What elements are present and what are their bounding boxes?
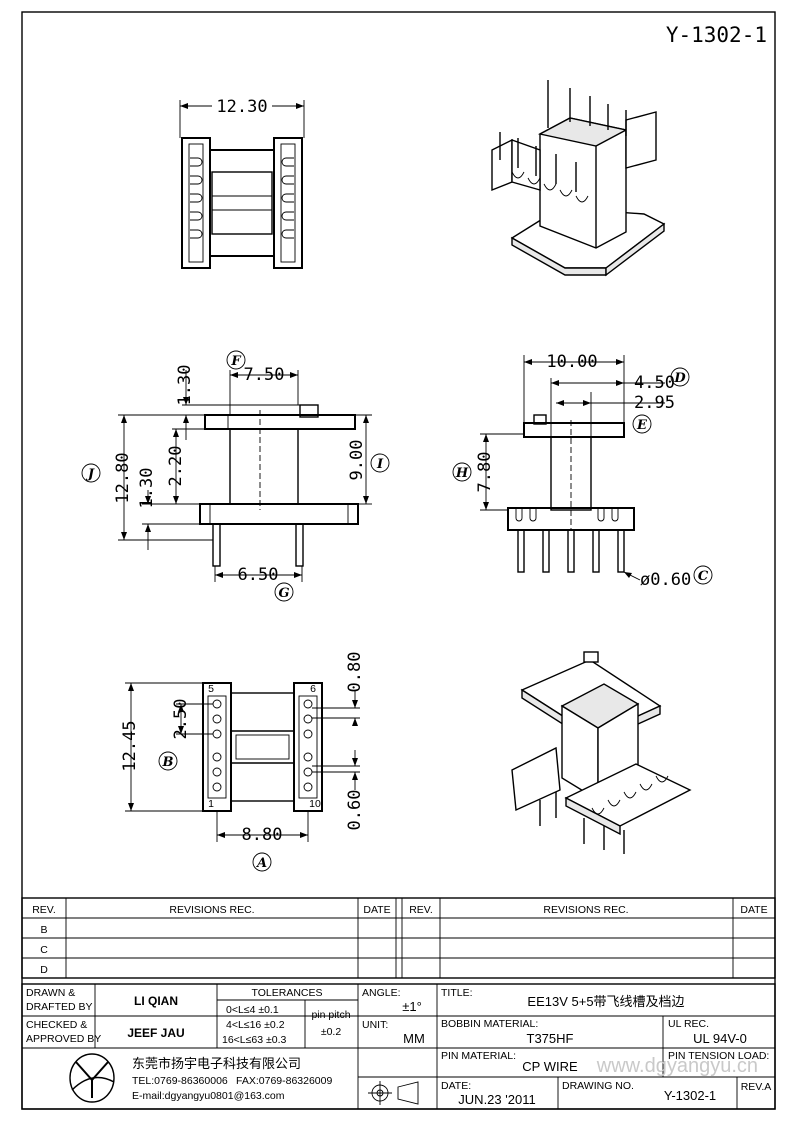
pin-tension-label: PIN TENSION LOAD: xyxy=(668,1050,769,1062)
tolerance-row-1: 0<L≤4 ±0.1 xyxy=(226,1004,279,1016)
ul-rec-label: UL REC. xyxy=(668,1018,709,1030)
pin-material-label: PIN MATERIAL: xyxy=(441,1050,516,1062)
unit-label: UNIT: xyxy=(362,1019,388,1031)
company-tel: TEL:0769-86360006 xyxy=(132,1075,228,1087)
label-c: C xyxy=(698,569,709,584)
side-view: 10.00 4.50 2.95 D E 7.80 H ø0.60 C xyxy=(452,352,713,590)
company-email: E-mail:dgyangyu0801@163.com xyxy=(132,1090,285,1102)
title-label: TITLE: xyxy=(441,987,473,999)
watermark: www.dgyangyu.cn xyxy=(596,1055,758,1077)
sheet-border xyxy=(21,11,776,1110)
dim-4-50: 4.50 xyxy=(634,373,675,393)
dim-7-80: 7.80 xyxy=(475,452,495,493)
dim-12-30: 12.30 xyxy=(216,97,267,117)
drawn-label-2: DRAFTED BY xyxy=(26,1001,93,1013)
pin-pitch-value: ±0.2 xyxy=(321,1026,342,1038)
rev-a-label: REV.A xyxy=(741,1081,772,1093)
date-header-right: DATE xyxy=(740,904,767,916)
rev-header-left: REV. xyxy=(32,904,56,916)
date-value: JUN.23 '2011 xyxy=(458,1092,535,1107)
date-label: DATE: xyxy=(441,1080,471,1092)
label-j: J xyxy=(85,467,95,482)
label-g: G xyxy=(278,586,289,601)
pin-pitch-label: pin pitch xyxy=(311,1009,350,1021)
date-header-left: DATE xyxy=(363,904,390,916)
top-view: 12.30 xyxy=(179,97,305,269)
bobbin-material-label: BOBBIN MATERIAL: xyxy=(441,1018,538,1030)
title-value: EE13V 5+5带飞线槽及档边 xyxy=(527,994,684,1009)
label-i: I xyxy=(376,457,384,472)
company-logo xyxy=(69,1053,115,1103)
label-f: F xyxy=(230,354,241,369)
ul-rec-value: UL 94V-0 xyxy=(693,1031,747,1046)
pin-label-10: 10 xyxy=(309,798,321,810)
dim-7-50: 7.50 xyxy=(244,365,285,385)
label-e: E xyxy=(636,418,648,433)
pin-label-5: 5 xyxy=(208,683,214,695)
pin-label-6: 6 xyxy=(310,683,316,695)
projection-symbol xyxy=(368,1081,419,1105)
dim-6-50: 6.50 xyxy=(238,565,279,585)
revisions-table: REV. REVISIONS REC. DATE REV. REVISIONS … xyxy=(21,897,776,979)
drawing-no-value: Y-1302-1 xyxy=(664,1088,716,1103)
drawn-label-1: DRAWN & xyxy=(26,987,75,999)
pin-material-value: CP WIRE xyxy=(522,1059,578,1074)
dim-1-30-top: 1.30 xyxy=(175,365,195,406)
pin-label-1: 1 xyxy=(208,798,214,810)
dim-2-20: 2.20 xyxy=(166,446,186,487)
dim-dia-0-60: ø0.60 xyxy=(640,570,691,590)
revisions-header-left: REVISIONS REC. xyxy=(169,904,254,916)
checked-label-2: APPROVED BY xyxy=(26,1033,101,1045)
tolerance-row-2: 4<L≤16 ±0.2 xyxy=(226,1019,285,1031)
checked-label-1: CHECKED & xyxy=(26,1019,87,1031)
dim-12-80: 12.80 xyxy=(113,452,133,503)
label-d: D xyxy=(673,371,686,386)
dim-0-80: 0.80 xyxy=(345,652,365,693)
drawing-code: Y-1302-1 xyxy=(666,23,767,47)
drawing-no-label: DRAWING NO. xyxy=(562,1080,634,1092)
tolerance-row-3: 16<L≤63 ±0.3 xyxy=(222,1034,287,1046)
angle-value: ±1° xyxy=(402,999,422,1014)
drawn-value: LI QIAN xyxy=(134,994,178,1008)
angle-label: ANGLE: xyxy=(362,987,401,999)
iso-view-upper xyxy=(491,80,666,277)
dim-9-00: 9.00 xyxy=(347,440,367,481)
title-block: DRAWN & DRAFTED BY LI QIAN CHECKED & APP… xyxy=(21,983,776,1110)
dim-2-95: 2.95 xyxy=(634,393,675,413)
revisions-header-right: REVISIONS REC. xyxy=(543,904,628,916)
checked-value: JEEF JAU xyxy=(127,1026,184,1040)
unit-value: MM xyxy=(403,1031,425,1046)
dim-0-60-bottom: 0.60 xyxy=(345,790,365,831)
label-b: B xyxy=(162,755,174,770)
company-fax: FAX:0769-86326009 xyxy=(236,1075,332,1087)
front-view: 7.50 6.50 12.80 1.30 2.20 1.30 xyxy=(81,350,390,602)
rev-row-c: C xyxy=(40,944,48,956)
bobbin-material-value: T375HF xyxy=(527,1031,574,1046)
label-a: A xyxy=(255,856,267,871)
company-name: 东莞市扬宇电子科技有限公司 xyxy=(132,1056,301,1071)
iso-view-lower xyxy=(511,651,692,854)
rev-header-right: REV. xyxy=(409,904,433,916)
dim-2-50: 2.50 xyxy=(171,699,191,740)
rev-row-d: D xyxy=(40,964,48,976)
rev-row-b: B xyxy=(40,924,47,936)
dim-1-30-bottom: 1.30 xyxy=(137,468,157,509)
dim-8-80: 8.80 xyxy=(242,825,283,845)
dim-12-45: 12.45 xyxy=(120,720,140,771)
bottom-view: 5 6 1 10 12.45 2.50 B 0.80 0.60 xyxy=(120,652,365,872)
tolerances-label: TOLERANCES xyxy=(252,987,323,999)
label-h: H xyxy=(455,466,469,481)
dim-10-00: 10.00 xyxy=(546,352,597,372)
